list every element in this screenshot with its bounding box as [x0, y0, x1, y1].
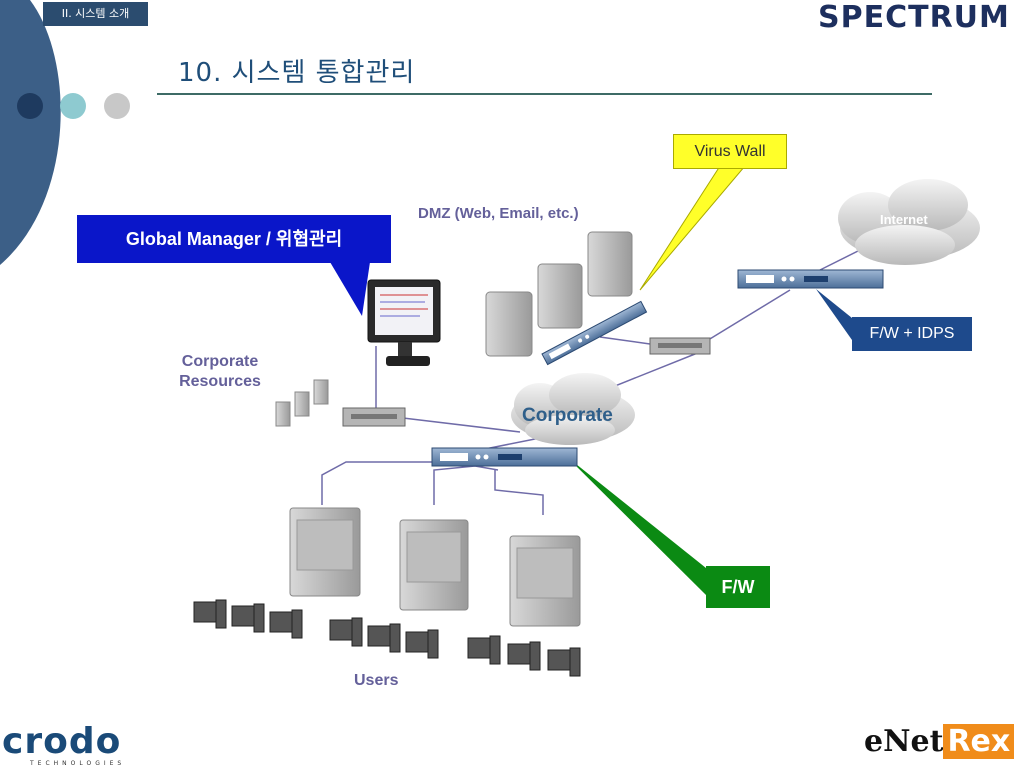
fw-idps-callout: F/W + IDPS [852, 317, 972, 351]
dot-grey-icon [104, 93, 130, 119]
enetrex-logo-part2: Rex [943, 724, 1015, 759]
global-manager-callout: Global Manager / 위협관리 [77, 215, 391, 263]
internet-label: Internet [880, 212, 928, 227]
enetrex-logo-part1: eNet [864, 724, 944, 759]
corporate-resource-servers [275, 379, 329, 427]
spectrum-logo: SPECTRUM [818, 0, 1010, 35]
fw-pointer [566, 456, 706, 595]
virus-wall-appliance [541, 300, 648, 366]
virus-wall-pointer [639, 165, 747, 291]
dot-dark-icon [17, 93, 43, 119]
section-tag: II. 시스템 소개 [43, 2, 148, 26]
internal-firewall [431, 447, 578, 467]
global-manager-pointer [330, 262, 370, 316]
internet-cloud [838, 179, 980, 265]
crodo-logo: crodo [2, 721, 122, 762]
dmz-servers [485, 231, 633, 357]
page-title: 10. 시스템 통합관리 [178, 58, 416, 88]
fw-idps-pointer [816, 289, 852, 340]
corporate-cloud [511, 373, 635, 445]
user-pcs [193, 599, 581, 677]
dmz-switch [649, 337, 711, 355]
internet-firewall [737, 269, 884, 289]
dmz-label: DMZ (Web, Email, etc.) [418, 205, 579, 222]
global-manager-monitor [367, 279, 441, 366]
left-decoration [0, 0, 130, 265]
users-label: Users [354, 672, 399, 689]
title-divider [157, 93, 932, 95]
fw-callout: F/W [706, 566, 770, 608]
dot-teal-icon [60, 93, 86, 119]
virus-wall-callout: Virus Wall [673, 134, 787, 169]
corporate-cloud-label: Corporate [522, 405, 613, 426]
user-tower-servers [289, 507, 581, 627]
corporate-resources-line2: Resources [179, 373, 261, 390]
corporate-resources-line1: Corporate [181, 353, 259, 370]
corporate-resources-label: Corporate Resources [160, 352, 280, 392]
corporate-switch [342, 407, 406, 427]
crodo-logo-subtitle: TECHNOLOGIES [30, 760, 126, 767]
